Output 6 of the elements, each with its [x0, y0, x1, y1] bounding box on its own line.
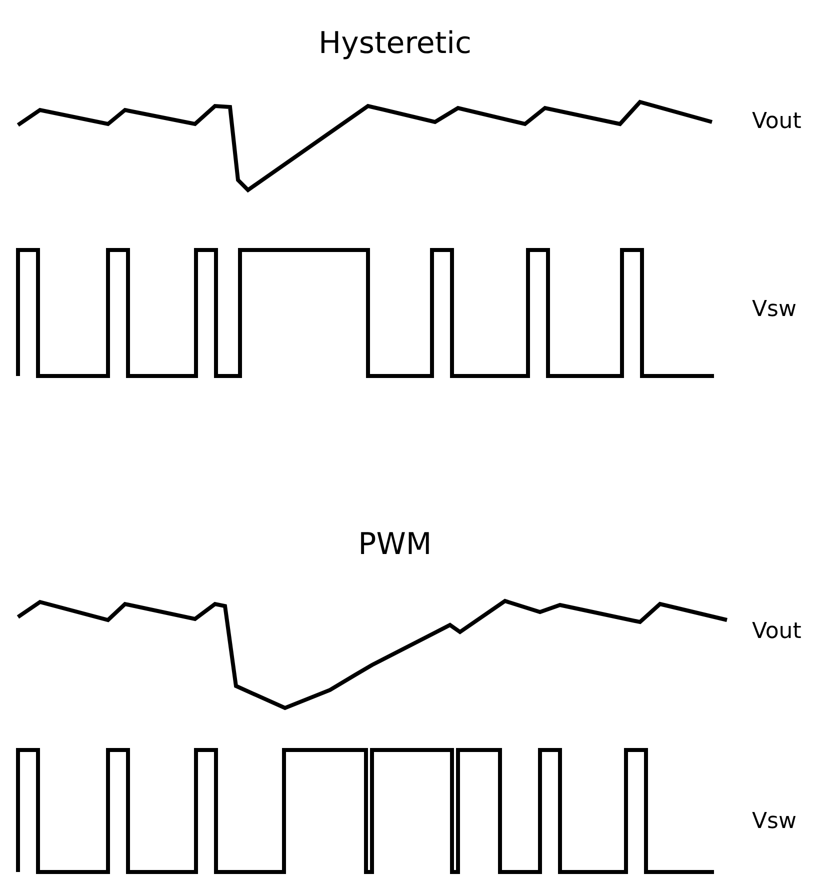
chart-title: Hysteretic: [318, 29, 472, 59]
signal-label: Vout: [752, 111, 802, 133]
chart-title: PWM: [358, 530, 432, 560]
signal-label: Vsw: [752, 299, 797, 321]
signal-label: Vsw: [752, 811, 797, 833]
signal-label: Vout: [752, 621, 802, 643]
